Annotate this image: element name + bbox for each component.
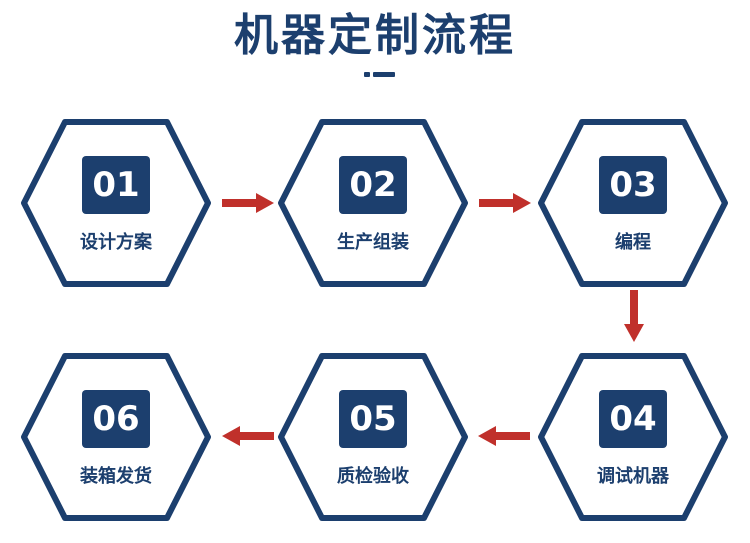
- step-05: 05 质检验收: [277, 352, 469, 522]
- step-label: 装箱发货: [80, 466, 152, 487]
- step-number-badge: 01: [82, 156, 150, 214]
- page-title: 机器定制流程: [234, 10, 516, 61]
- step-number-badge: 03: [599, 156, 667, 214]
- step-label: 生产组装: [337, 232, 409, 253]
- step-04: 04 调试机器: [537, 352, 729, 522]
- arrow-left-icon: [478, 426, 530, 446]
- step-number-badge: 06: [82, 390, 150, 448]
- step-label: 调试机器: [597, 466, 669, 487]
- step-02: 02 生产组装: [277, 118, 469, 288]
- arrow-right-icon: [222, 193, 274, 213]
- step-number-badge: 02: [339, 156, 407, 214]
- step-label: 编程: [615, 232, 651, 253]
- arrow-down-icon: [624, 290, 644, 342]
- step-number-badge: 05: [339, 390, 407, 448]
- arrow-right-icon: [479, 193, 531, 213]
- step-label: 设计方案: [80, 232, 152, 253]
- step-06: 06 装箱发货: [20, 352, 212, 522]
- step-01: 01 设计方案: [20, 118, 212, 288]
- step-number-badge: 04: [599, 390, 667, 448]
- step-03: 03 编程: [537, 118, 729, 288]
- step-label: 质检验收: [337, 466, 409, 487]
- arrow-left-icon: [222, 426, 274, 446]
